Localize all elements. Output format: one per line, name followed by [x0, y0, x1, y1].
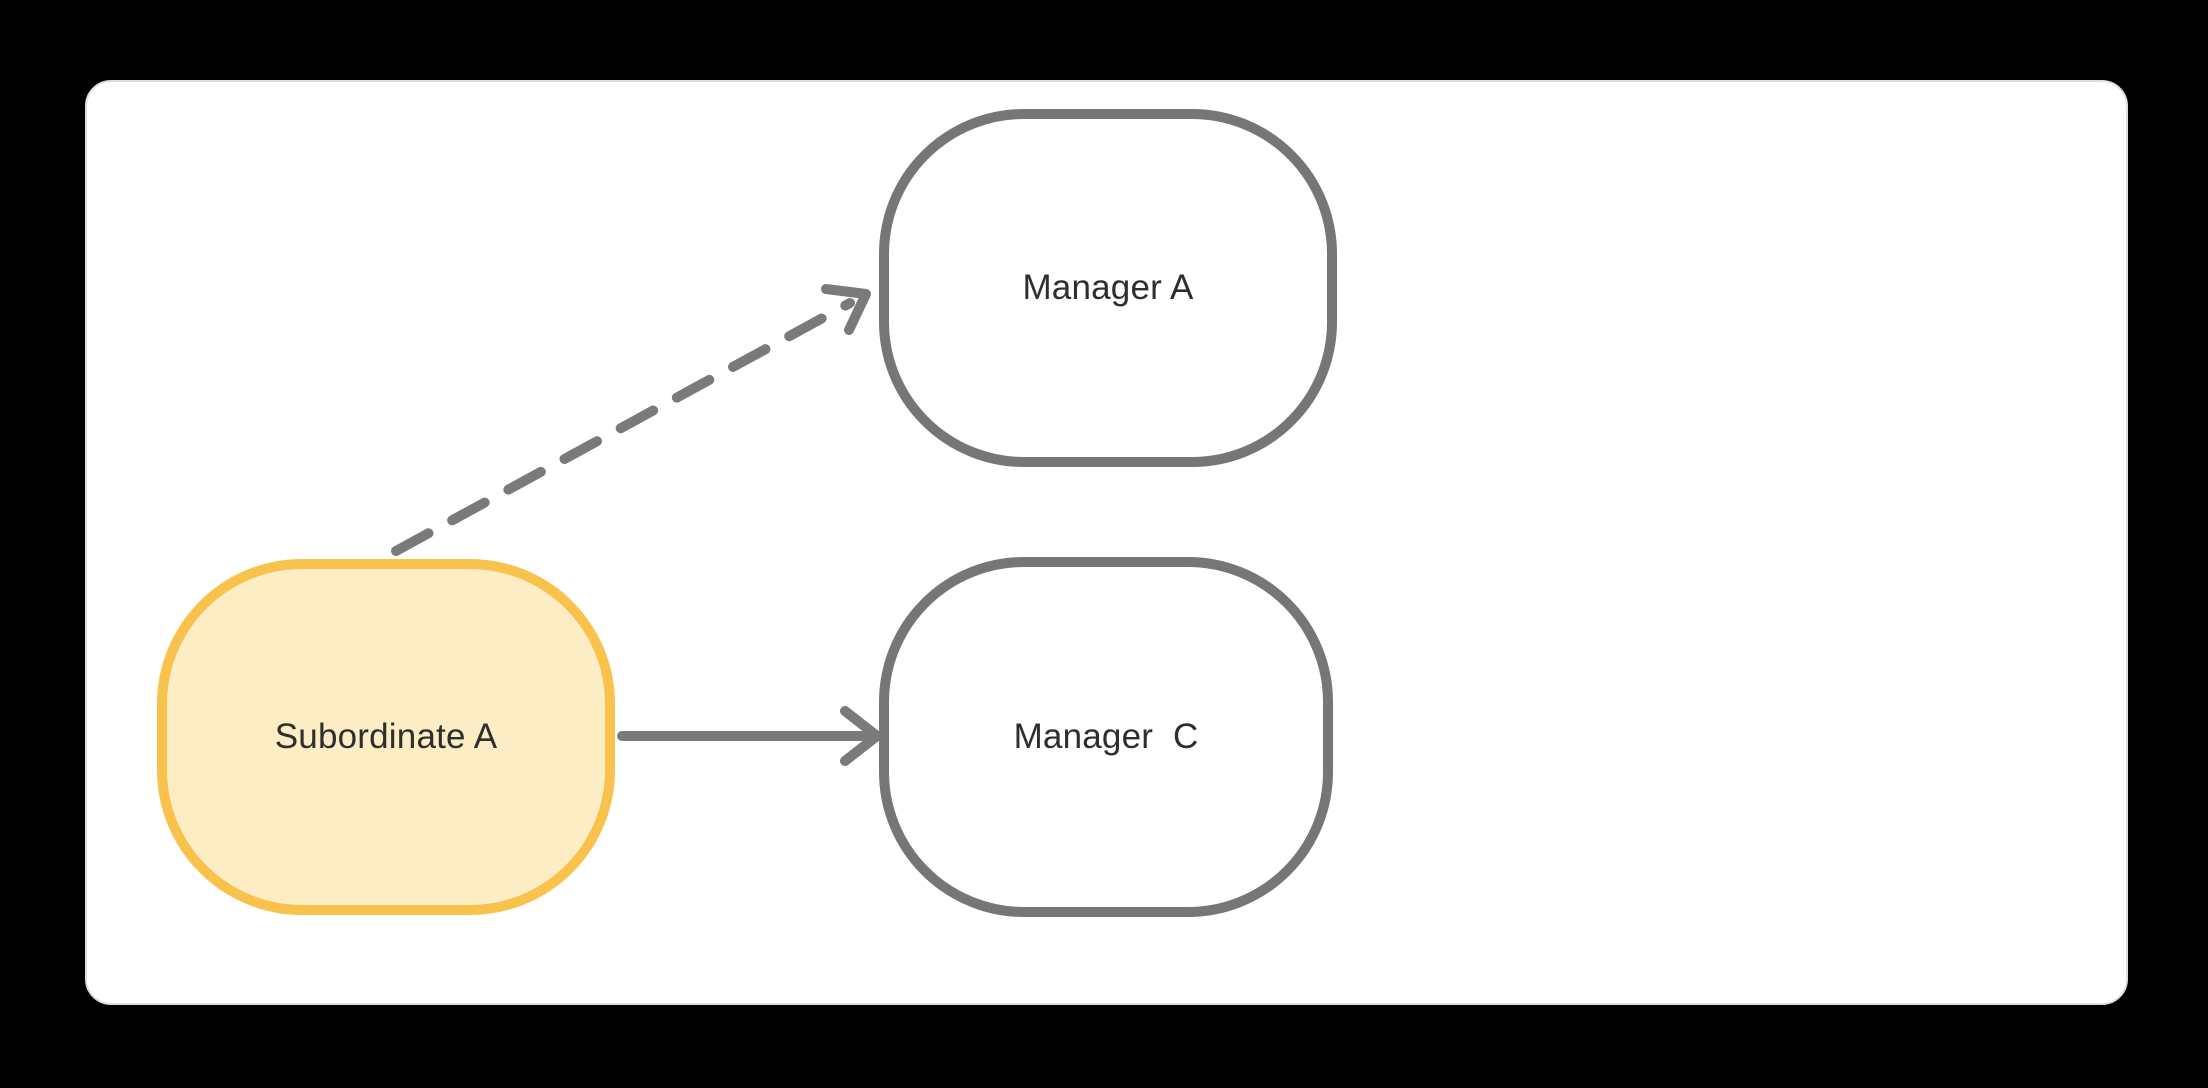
node-manager-a[interactable]: Manager A	[879, 109, 1337, 467]
node-subordinate-a-label: Subordinate A	[274, 717, 498, 756]
node-subordinate-a[interactable]: Subordinate A	[157, 559, 615, 915]
node-manager-c[interactable]: Manager C	[879, 557, 1333, 917]
node-manager-a-label: Manager A	[1022, 268, 1194, 307]
whiteboard-canvas[interactable]: Manager A Manager C Subordinate A	[85, 80, 2128, 1005]
node-manager-c-label: Manager C	[1013, 717, 1199, 756]
